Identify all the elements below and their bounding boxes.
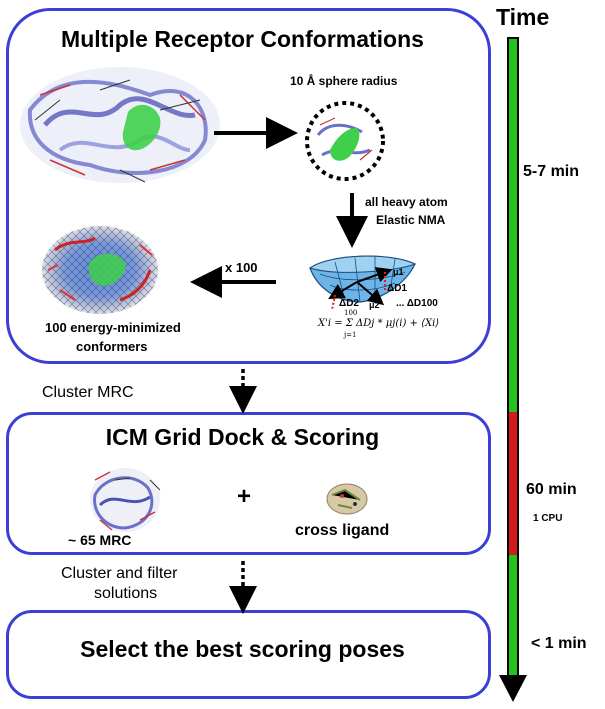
sphere-radius-label: 10 Å sphere radius: [290, 74, 398, 88]
mrc-title: Multiple Receptor Conformations: [61, 26, 424, 52]
cluster-filter-label-line2: solutions: [94, 585, 158, 602]
conformers-label-line1: 100 energy-minimized: [45, 320, 181, 335]
time-step2-sub-label: 1 CPU: [533, 513, 563, 524]
mu1-label: μ1: [393, 267, 404, 277]
sphere-selection-image: [305, 101, 385, 181]
time-axis-title: Time: [496, 4, 550, 30]
conformers-ensemble-image: [42, 226, 158, 314]
select-title: Select the best scoring poses: [80, 636, 405, 662]
nma-energy-surface: [308, 255, 417, 311]
cross-ligand-image: [326, 483, 368, 515]
formula-sum-top: 100: [344, 309, 358, 317]
x100-label: x 100: [225, 260, 258, 275]
protein-structure-image: [20, 67, 220, 183]
time-step1-label: 5-7 min: [523, 163, 580, 180]
timeline-bar: [499, 37, 527, 702]
cross-ligand-label: cross ligand: [295, 522, 390, 539]
formula-sum-bottom: j=1: [344, 331, 357, 339]
nma-label-line2: Elastic NMA: [376, 213, 446, 227]
mrc-protein-image: [90, 468, 161, 532]
dock-panel: [6, 412, 491, 555]
dock-title: ICM Grid Dock & Scoring: [105, 424, 380, 450]
nma-label-line1: all heavy atom: [365, 195, 448, 209]
mu2-label: μ2: [369, 300, 380, 310]
delta-d1-label: ΔD1: [387, 283, 407, 294]
time-step2-label: 60 min: [526, 481, 577, 498]
conformers-label-line2: conformers: [76, 339, 148, 354]
cluster-filter-label-line1: Cluster and filter: [61, 565, 178, 582]
select-panel: [6, 610, 491, 699]
nma-formula: X'i = Σ ΔDj * μj(i) + ⟨Xi⟩: [318, 318, 440, 329]
cluster-mrc-label: Cluster MRC: [42, 384, 134, 401]
mrc-count-label: ~ 65 MRC: [68, 532, 132, 548]
time-step3-label: < 1 min: [531, 635, 587, 652]
delta-d2-label: ΔD2: [339, 298, 359, 309]
plus-sign: +: [237, 483, 252, 510]
delta-d100-label: ... ΔD100: [396, 298, 438, 309]
